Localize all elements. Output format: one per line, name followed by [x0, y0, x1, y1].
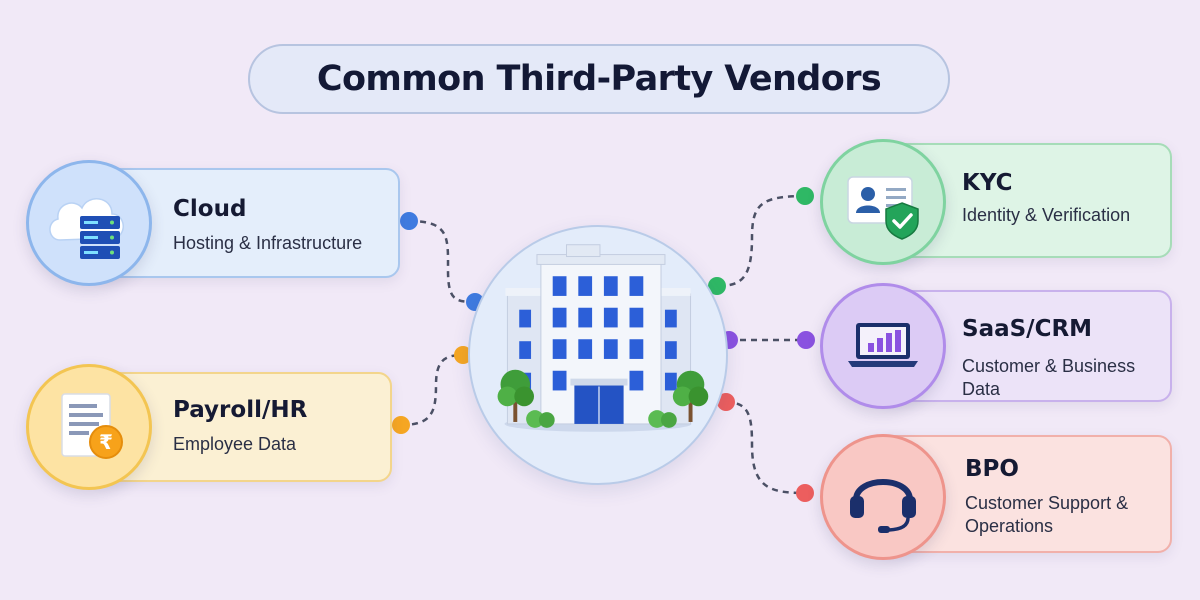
vendor-icon-circle-payroll: ₹	[26, 364, 152, 490]
dot-bpo-outer	[796, 484, 814, 502]
dot-saas-outer	[797, 331, 815, 349]
hub-circle	[468, 225, 728, 485]
dot-kyc-outer	[796, 187, 814, 205]
vendor-icon-circle-saas	[820, 283, 946, 409]
vendor-icon-circle-bpo	[820, 434, 946, 560]
headset-icon	[850, 479, 916, 533]
laptop-chart-icon	[848, 323, 918, 367]
dot-payroll-inner	[454, 346, 472, 364]
vendor-label-saas: SaaS/CRM	[962, 316, 1093, 342]
payslip-rupee-icon: ₹	[61, 393, 123, 459]
dot-bpo-inner	[717, 393, 735, 411]
id-card-shield-icon	[847, 176, 919, 240]
vendor-description-payroll: Employee Data	[173, 434, 297, 454]
connector-cloud	[408, 219, 476, 304]
dot-cloud-outer	[400, 212, 418, 230]
vendor-description-cloud: Hosting & Infrastructure	[173, 233, 363, 253]
vendor-description-saas: Customer & Business Data	[962, 356, 1136, 399]
svg-text:₹: ₹	[99, 430, 113, 454]
vendor-label-bpo: BPO	[965, 456, 1019, 482]
dot-kyc-inner	[708, 277, 726, 295]
vendor-label-payroll: Payroll/HR	[173, 397, 308, 423]
title-banner: Common Third-Party Vendors	[248, 44, 950, 114]
diagram-title: Common Third-Party Vendors	[316, 59, 882, 99]
connector-bpo	[725, 400, 806, 495]
vendor-description-kyc: Identity & Verification	[962, 205, 1131, 225]
connector-payroll	[400, 353, 464, 427]
vendor-icon-circle-kyc	[820, 139, 946, 265]
vendor-label-kyc: KYC	[962, 170, 1013, 196]
vendor-label-cloud: Cloud	[173, 196, 247, 222]
vendor-icon-circle-cloud	[26, 160, 152, 286]
cloud-server-icon	[49, 198, 124, 259]
dot-payroll-outer	[392, 416, 410, 434]
connector-kyc	[716, 194, 806, 288]
vendor-description-bpo: Customer Support & Operations	[965, 493, 1129, 536]
office-building-icon	[497, 244, 709, 432]
